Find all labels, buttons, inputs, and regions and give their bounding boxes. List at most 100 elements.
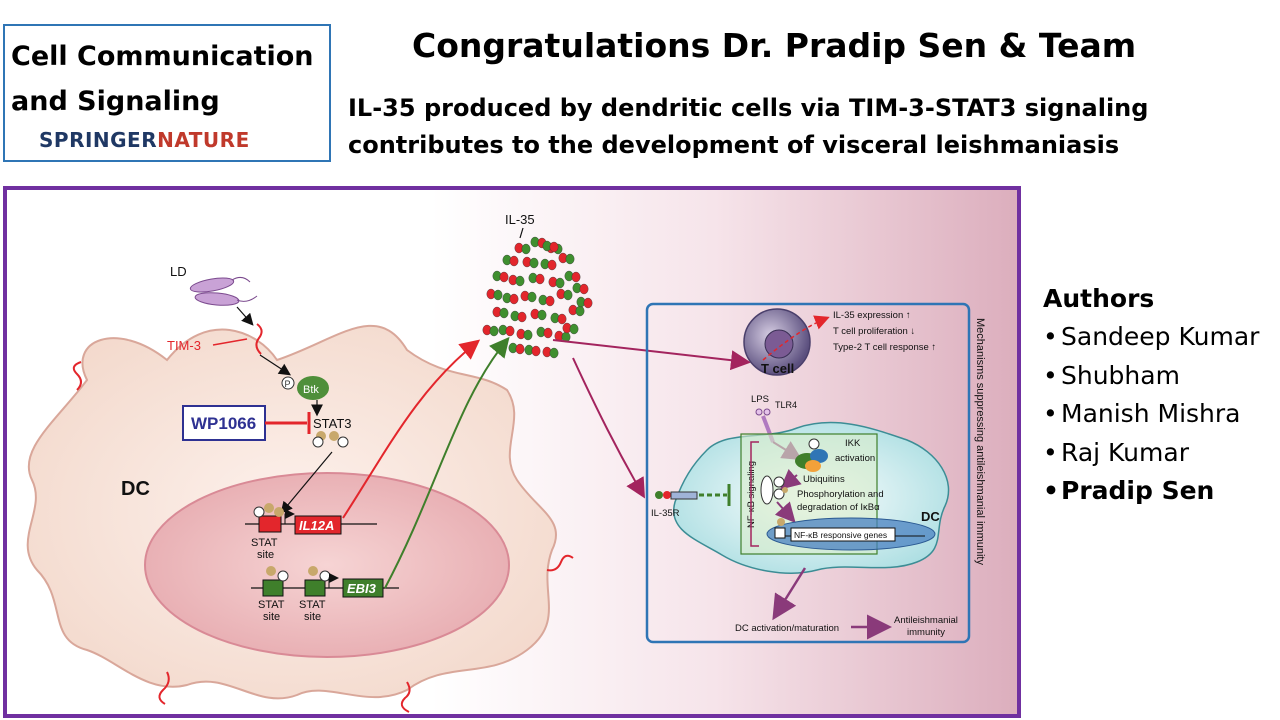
author-item: •Raj Kumar [1043,434,1259,473]
il35-particle [489,325,499,337]
il35-particle [557,313,567,325]
il35-particle [547,259,557,271]
il35-receptor-icon [655,491,698,500]
il35-particle [537,309,547,321]
ld-parasite-icon [189,276,258,306]
il35-particle [549,241,559,253]
publisher-part1: SPRINGER [39,128,158,152]
ubiquitins-label: Ubiquitins [803,474,845,485]
il35-particle [509,255,519,267]
nfkb-genes-label: NF-κB responsive genes [794,530,887,540]
author-name: Pradip Sen [1061,476,1215,505]
btk-protein [297,376,329,400]
il35-particle [555,277,565,289]
il35-particle [517,311,527,323]
paper-title: IL-35 produced by dendritic cells via TI… [348,94,1149,159]
ebi3-stat-label-2: STAT [299,599,326,611]
author-name: Raj Kumar [1061,437,1189,467]
bullet-icon: • [1043,437,1058,467]
ikk-label: IKK [845,438,861,449]
tim3-label: TIM-3 [167,338,201,353]
mechanisms-vertical-label: Mechanisms suppressing antileishmanial i… [974,318,986,565]
tim3-receptor-icon [255,323,263,355]
figure-svg: LD TIM-3 Btk P WP1066 STAT3 DC [26,212,986,713]
il35-particle [505,325,515,337]
il35-particle [563,289,573,301]
il35-particle [583,297,593,309]
effect-2: T cell proliferation ↓ [833,326,915,337]
congratulations-headline: Congratulations Dr. Pradip Sen & Team [412,26,1137,65]
il35-particle [571,271,581,283]
bullet-icon: • [1043,476,1059,505]
dc-activation-label: DC activation/maturation [735,623,839,634]
ld-label: LD [170,264,187,279]
tlr4-label: TLR4 [775,400,797,410]
il35-particle [523,329,533,341]
il35-particle [515,275,525,287]
mechanism-panel [645,302,971,644]
effect-1: IL-35 expression ↑ [833,310,911,321]
phosphorylation-label-2: degradation of IκBα [797,502,880,513]
lps-label: LPS [751,394,769,405]
wp1066-label: WP1066 [191,414,256,433]
ebi3-gene [342,578,384,598]
il35-particle [499,307,509,319]
antileishmanial-label-1: Antileishmanial [894,615,958,626]
publisher-logo: SPRINGERNATURE [39,128,250,152]
il35r-label: IL-35R [651,508,680,519]
author-name: Manish Mishra [1061,399,1241,428]
il12a-gene [294,515,342,535]
authors-section: Authors •Sandeep Kumar•Shubham•Manish Mi… [1043,280,1259,511]
author-item: •Sandeep Kumar [1043,318,1259,357]
t-cell-label: T cell [761,361,794,376]
publisher-part2: NATURE [157,128,250,152]
il35-particle [575,305,585,317]
author-item: •Manish Mishra [1043,395,1259,434]
ebi3-site-label-2: site [304,611,321,623]
lps-icon [755,408,771,416]
graphical-abstract-figure: LD TIM-3 Btk P WP1066 STAT3 DC [3,186,1021,718]
inner-dc-label: DC [921,509,940,524]
il35-particle [499,271,509,283]
bullet-icon: • [1043,399,1058,428]
il35-particle [579,283,589,295]
ebi3-site-label-1: site [263,611,280,623]
btk-label: Btk [303,384,319,396]
il12a-site-label: site [257,549,274,561]
il35-label: IL-35 [505,212,535,227]
il35-particle [535,273,545,285]
il35-particle [543,327,553,339]
antileishmanial-label-2: immunity [907,627,945,638]
il35-particle [565,253,575,265]
nfkb-genes-box [790,527,896,542]
journal-box: Cell Communication and Signaling SPRINGE… [3,24,331,162]
il12a-label: IL12A [299,518,334,533]
il35-particle [545,295,555,307]
ebi3-label: EBI3 [347,581,377,596]
author-list: •Sandeep Kumar•Shubham•Manish Mishra•Raj… [1043,318,1259,511]
dc-label: DC [121,478,150,500]
il35-particle [493,289,503,301]
ebi3-stat-label-1: STAT [258,599,285,611]
bullet-icon: • [1043,322,1058,351]
il35-particle [527,291,537,303]
journal-title: Cell Communication and Signaling [11,41,314,117]
author-item: •Pradip Sen [1043,472,1259,511]
il35-particle [531,345,541,357]
phosphorylation-label-1: Phosphorylation and [797,489,884,500]
il12a-stat-label: STAT [251,537,278,549]
il35-particle [515,343,525,355]
ikk-activation-label: activation [835,453,875,464]
il35-particle [549,347,559,359]
il35-particle [529,257,539,269]
il35-particle [569,323,579,335]
il35-particle-icon [482,236,593,359]
bullet-icon: • [1043,360,1058,390]
btk-phospho: P [285,379,291,389]
il35-particle [521,243,531,255]
author-item: •Shubham [1043,357,1259,396]
author-name: Shubham [1061,360,1180,390]
authors-heading: Authors [1043,284,1155,313]
il35-particle [509,293,519,305]
effect-3: Type-2 T cell response ↑ [833,342,936,353]
